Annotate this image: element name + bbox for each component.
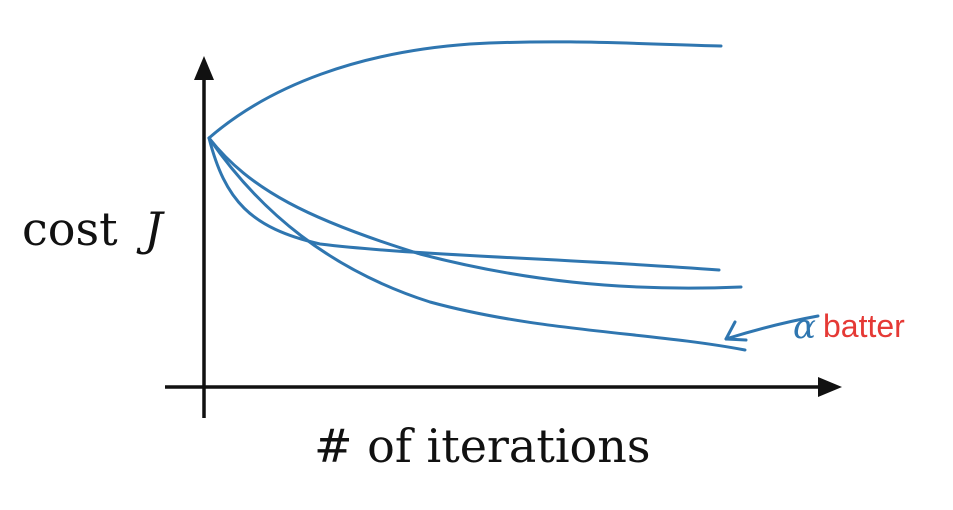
y-axis-label-symbol: J [136, 202, 165, 256]
alpha-symbol: α [793, 307, 816, 347]
y-axis-label: cost J [22, 202, 165, 256]
annotation-text: batter [823, 308, 905, 344]
pointer-arrow [724, 314, 820, 342]
y-axis-arrowhead [194, 56, 214, 80]
arrowhead-lower [724, 337, 748, 342]
arrow-shaft [727, 314, 820, 340]
diverging-curve [207, 40, 723, 140]
x-axis-arrowhead [818, 377, 842, 397]
noisy-converging-curve [207, 136, 721, 272]
learning-rate-annotation: α batter [724, 307, 905, 347]
fast-converging-curve [207, 136, 747, 352]
y-axis-label-word: cost [22, 202, 118, 256]
arrowhead-upper [724, 320, 737, 341]
axes [165, 56, 842, 418]
x-axis-label: # of iterations [314, 419, 650, 473]
cost-curves [207, 40, 747, 352]
slow-converging-curve [207, 136, 743, 290]
